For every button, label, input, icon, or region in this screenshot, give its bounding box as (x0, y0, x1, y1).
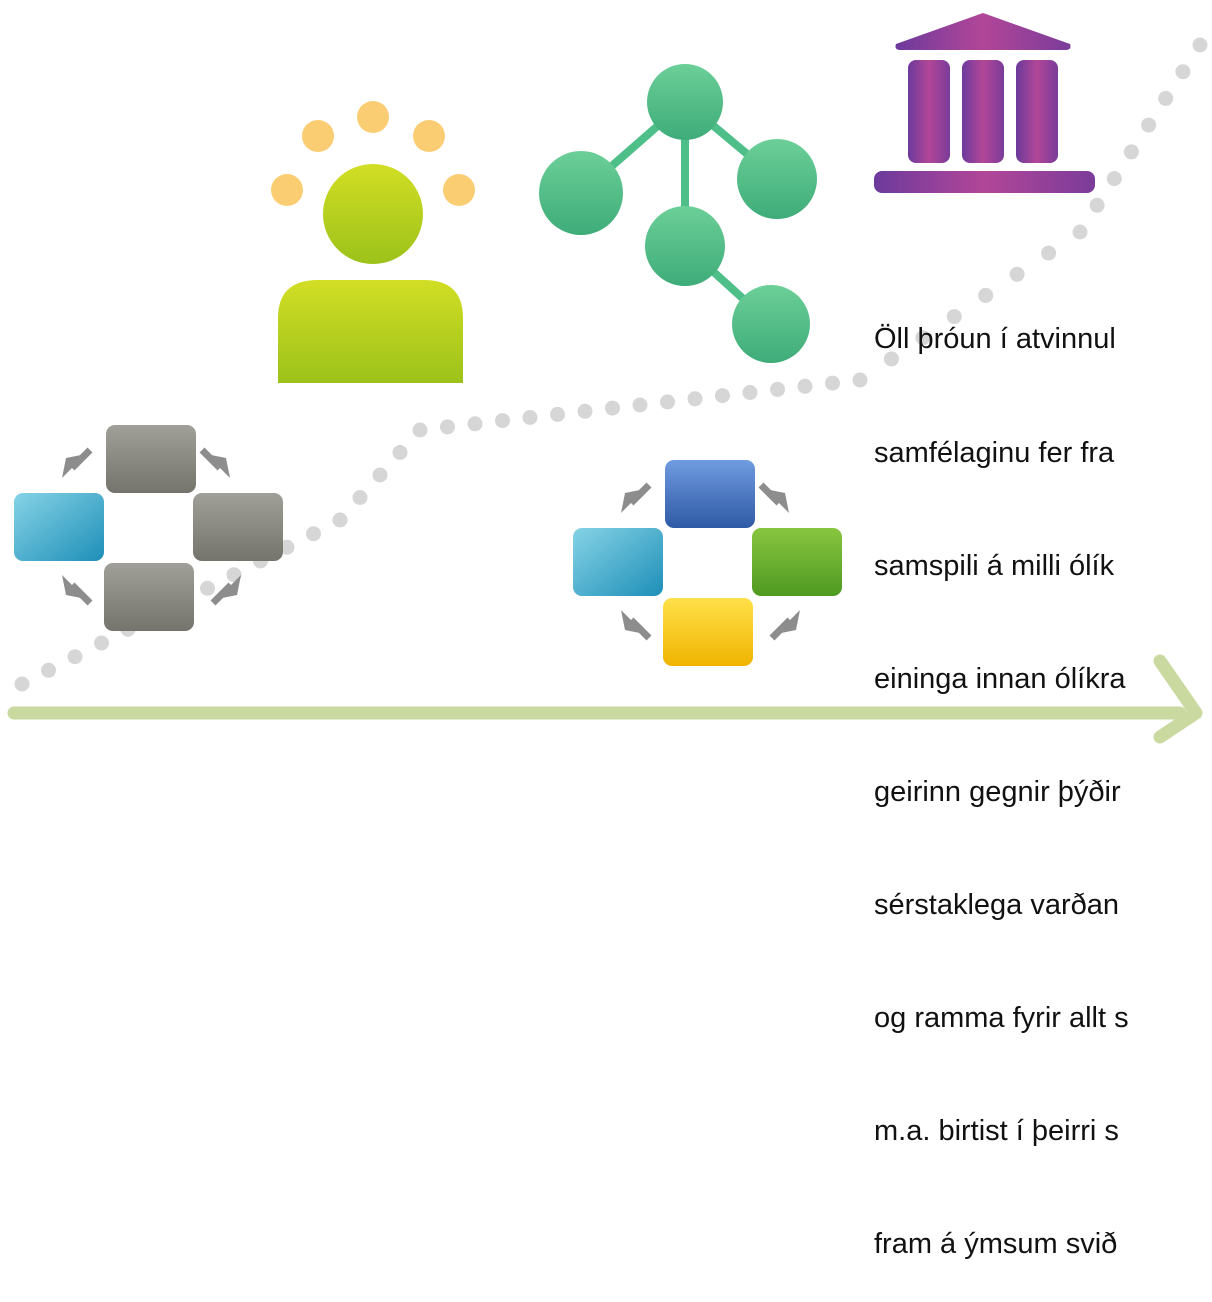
person-dot (443, 174, 475, 206)
cycle-box-top (106, 425, 196, 493)
person-dot (271, 174, 303, 206)
text-line: samfélaginu fer fra (874, 436, 1115, 469)
text-line: sérstaklega varðan (874, 888, 1120, 921)
cycle-box-bottom (663, 598, 753, 666)
path-dot (770, 381, 785, 397)
timeline-arrow-icon (7, 654, 1203, 744)
path-dot (715, 388, 730, 404)
path-dot (1192, 37, 1208, 53)
network-node (737, 139, 817, 219)
path-dot (852, 372, 868, 388)
cycle-box-top (665, 460, 755, 528)
cycle-box-left (573, 528, 663, 596)
path-dot (687, 391, 703, 407)
network-icon (539, 64, 817, 363)
path-dot (1141, 117, 1157, 133)
path-dot (1106, 171, 1122, 187)
path-dot (915, 330, 931, 346)
text-line: Öll þróun í atvinnul (874, 323, 1116, 356)
person-icon (271, 101, 475, 383)
path-dot (1072, 224, 1088, 240)
person-body (278, 280, 463, 383)
person-head (323, 164, 423, 264)
path-dot (1158, 90, 1174, 106)
network-node (732, 285, 810, 363)
double-arrow-icon (621, 482, 800, 641)
path-dot (14, 676, 30, 692)
cycle-box-left (14, 493, 104, 561)
institution-building-icon (874, 13, 1095, 193)
path-dot (495, 413, 510, 429)
path-dot (467, 416, 483, 432)
path-dot (605, 400, 620, 416)
path-dot (550, 406, 565, 422)
text-line: geirinn gegnir þýðir (874, 775, 1121, 808)
path-dot (1175, 64, 1191, 80)
path-dot (1009, 266, 1025, 282)
network-node (647, 64, 723, 140)
path-dot (978, 287, 994, 303)
cycle-box-right (752, 528, 842, 596)
colored-boxes-cycle-icon (573, 460, 842, 666)
path-dot (742, 385, 758, 400)
path-dot (306, 526, 321, 542)
text-line: og ramma fyrir allt s (874, 1002, 1129, 1035)
path-dot (1041, 245, 1057, 261)
path-dot (412, 422, 428, 438)
network-node (539, 151, 623, 235)
person-dot (302, 120, 334, 152)
path-dot (392, 445, 408, 460)
description-text: Öll þróun í atvinnul samfélaginu fer fra… (874, 246, 1212, 1302)
person-dot (413, 120, 445, 152)
path-dot (200, 580, 215, 596)
path-dot (946, 309, 962, 325)
network-node (645, 206, 725, 286)
path-dot (660, 394, 675, 410)
text-line: m.a. birtist í þeirri s (874, 1115, 1119, 1148)
path-dot (883, 351, 899, 367)
path-dot (41, 662, 56, 678)
path-dot (825, 375, 840, 391)
text-line: eininga innan ólíkra (874, 662, 1126, 695)
path-dot (352, 490, 368, 505)
person-dot (357, 101, 389, 133)
path-dot (797, 378, 813, 394)
path-dot (1089, 197, 1105, 213)
text-line: samspili á milli ólík (874, 549, 1115, 582)
path-dot (522, 410, 538, 425)
double-arrow-icon (62, 447, 241, 606)
path-dot (67, 649, 83, 665)
path-dot (632, 397, 648, 413)
cycle-box-bottom (104, 563, 194, 631)
path-dot (372, 467, 388, 483)
path-dot (1123, 144, 1139, 160)
path-dot (440, 419, 455, 435)
path-dot (279, 539, 295, 555)
path-dot (332, 512, 348, 528)
text-line: fram á ýmsum svið (874, 1228, 1118, 1261)
cycle-box-right (193, 493, 283, 561)
gray-boxes-cycle-icon (14, 425, 283, 631)
diagram-canvas (7, 13, 1208, 744)
path-dot (577, 403, 593, 419)
path-dot (94, 635, 109, 651)
